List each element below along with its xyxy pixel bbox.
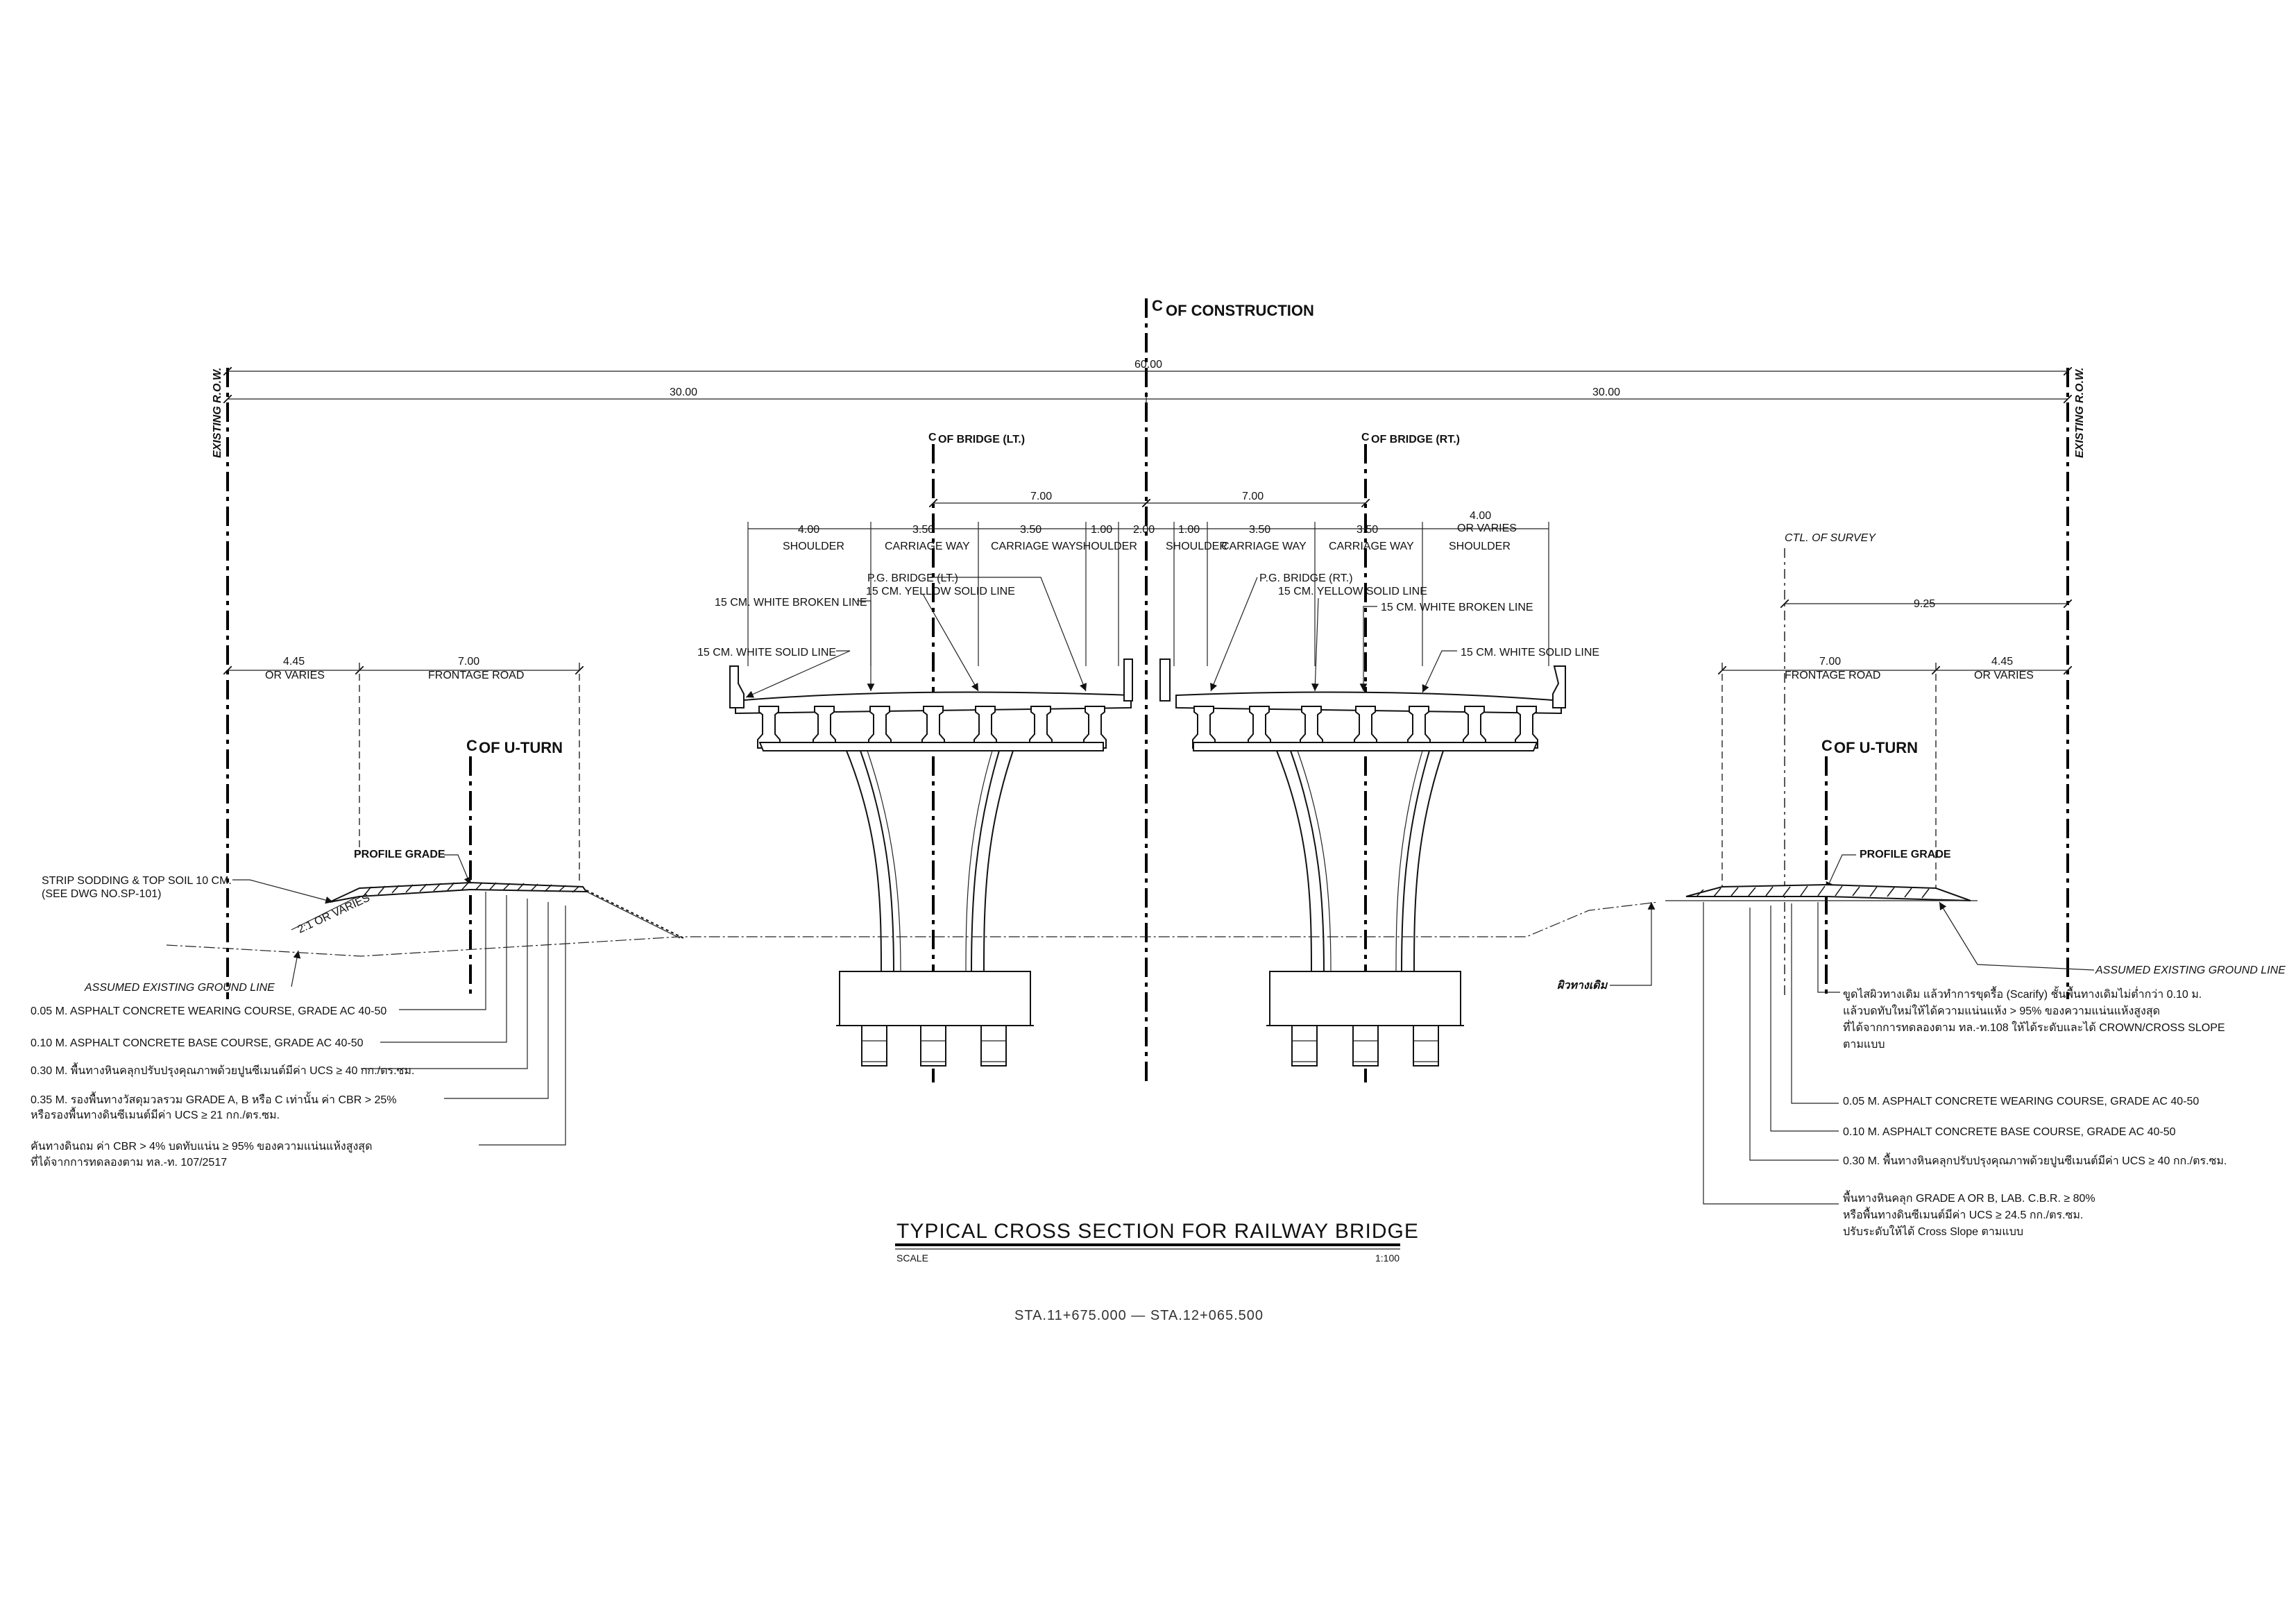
lt-pg-bridge-label: P.G. BRIDGE (LT.) [867, 572, 958, 584]
right-note-3: ตามแบบ [1843, 1039, 1885, 1051]
bridge-right [1159, 658, 1566, 1067]
rt-marking-callouts: P.G. BRIDGE (RT.) 15 CM. YELLOW SOLID LI… [1210, 572, 1599, 693]
rt-shoulder-in-label: SHOULDER [1166, 541, 1227, 552]
right-profile-grade: PROFILE GRADE [1860, 849, 1951, 860]
lt-white-broken-label: 15 CM. WHITE BROKEN LINE [715, 597, 867, 609]
dim-right-verge: 4.45 [1991, 656, 2013, 668]
left-note-2: 0.30 M. พื้นทางหินคลุกปรับปรุงคุณภาพด้วย… [31, 1062, 414, 1078]
right-note-6: 0.30 M. พื้นทางหินคลุกปรับปรุงคุณภาพด้วย… [1843, 1153, 2227, 1168]
dim-half-left: 30.00 [670, 386, 697, 398]
dim-left-verge-note: OR VARIES [265, 670, 325, 681]
bridge-left [729, 658, 1133, 1067]
rt-carriage-label-1: CARRIAGE WAY [1221, 541, 1307, 552]
dim-lt-carriage-2: 3.50 [1020, 524, 1041, 536]
rt-shoulder-label: SHOULDER [1449, 541, 1511, 552]
dim-rt-carriage-1: 3.50 [1249, 524, 1270, 536]
rt-yellow-solid-label: 15 CM. YELLOW SOLID LINE [1278, 586, 1427, 597]
left-note-1: 0.10 M. ASPHALT CONCRETE BASE COURSE, GR… [31, 1037, 364, 1049]
svg-text:C: C [1821, 737, 1832, 754]
dim-rt-shoulder-out-note: OR VARIES [1457, 522, 1517, 534]
station-range: STA.11+675.000 — STA.12+065.500 [1014, 1308, 1264, 1323]
right-note-0: ขูดไสผิวทางเดิม แล้วทำการขุดรื้อ (Scarif… [1843, 986, 2202, 1001]
rt-carriage-label-2: CARRIAGE WAY [1329, 541, 1414, 552]
dim-rt-bridge-center: 7.00 [1146, 491, 1366, 503]
dim-lt-carriage-1: 3.50 [912, 524, 934, 536]
right-note-9: ปรับระดับให้ได้ Cross Slope ตามแบบ [1843, 1225, 2023, 1238]
right-cl-uturn-label: OF U-TURN [1834, 739, 1918, 756]
scale-label: SCALE [896, 1252, 928, 1264]
lt-shoulder-label: SHOULDER [783, 541, 844, 552]
drawing-title: TYPICAL CROSS SECTION FOR RAILWAY BRIDGE [896, 1220, 1419, 1243]
svg-text:7.00: 7.00 [1030, 491, 1052, 502]
dim-left-verge: 4.45 [283, 656, 305, 668]
right-note-8: หรือพื้นทางดินซีเมนต์มีค่า UCS ≥ 24.5 กก… [1843, 1207, 2083, 1221]
dim-right-frontage: 7.00 [1819, 656, 1841, 668]
right-assumed-ground: ASSUMED EXISTING GROUND LINE [2095, 965, 2286, 976]
svg-text:C: C [1361, 432, 1370, 443]
cl-construction-label: OF CONSTRUCTION [1166, 302, 1314, 319]
left-profile-grade: PROFILE GRADE [354, 849, 445, 860]
cl-symbol: C [1152, 297, 1163, 314]
strip-sodding-2: (SEE DWG NO.SP-101) [42, 888, 161, 900]
dim-halves: 30.00 30.00 [228, 386, 2068, 406]
strip-sodding-1: STRIP SODDING & TOP SOIL 10 CM. [42, 875, 232, 887]
dim-right-verge-note: OR VARIES [1974, 670, 2034, 681]
existing-ground-line [166, 901, 1659, 957]
dim-rt-carriage-2: 3.50 [1357, 524, 1378, 536]
rt-white-solid-label: 15 CM. WHITE SOLID LINE [1461, 647, 1599, 658]
svg-text:OF BRIDGE (RT.): OF BRIDGE (RT.) [1371, 434, 1460, 445]
svg-text:C: C [928, 432, 937, 443]
dim-survey-offset: 9.25 [1914, 598, 1935, 610]
cl-construction-header: C OF CONSTRUCTION [1152, 297, 1314, 319]
lt-yellow-solid-label: 15 CM. YELLOW SOLID LINE [866, 586, 1015, 597]
svg-text:7.00: 7.00 [1242, 491, 1264, 502]
rt-white-broken-label: 15 CM. WHITE BROKEN LINE [1381, 602, 1533, 613]
lt-carriage-label-2: CARRIAGE WAY [991, 541, 1076, 552]
dim-total: 60.00 [228, 359, 2068, 371]
right-frontage-road: CTL. OF SURVEY 9.25 7.00 FRONTAGE ROAD 4… [1557, 532, 2286, 1205]
right-note-7: พื้นทางหินคลุก GRADE A OR B, LAB. C.B.R.… [1843, 1190, 2095, 1205]
right-notes: ขูดไสผิวทางเดิม แล้วทำการขุดรื้อ (Scarif… [1843, 986, 2227, 1238]
lt-carriage-label-1: CARRIAGE WAY [885, 541, 970, 552]
right-note-4: 0.05 M. ASPHALT CONCRETE WEARING COURSE,… [1843, 1096, 2199, 1107]
svg-text:OF BRIDGE (LT.): OF BRIDGE (LT.) [938, 434, 1025, 445]
existing-row-left: EXISTING R.O.W. [212, 368, 223, 458]
right-note-2: ที่ได้จากการทดลองตาม ทล.-ท.108 ให้ได้ระด… [1843, 1019, 2225, 1034]
left-frontage-label: FRONTAGE ROAD [428, 670, 524, 681]
dim-rt-shoulder-in: 1.00 [1178, 524, 1200, 536]
svg-text:60.00: 60.00 [1134, 359, 1162, 371]
rt-pg-bridge-label: P.G. BRIDGE (RT.) [1259, 572, 1353, 584]
dim-half-right: 30.00 [1592, 386, 1620, 398]
right-frontage-label: FRONTAGE ROAD [1785, 670, 1880, 681]
ctl-survey-label: CTL. OF SURVEY [1785, 532, 1876, 544]
dim-lt-shoulder-out: 4.00 [798, 524, 819, 536]
dim-left-frontage: 7.00 [458, 656, 479, 668]
existing-row-right: EXISTING R.O.W. [2074, 368, 2086, 458]
left-slope-note: 2:1 OR VARIES [296, 892, 372, 936]
existing-surface-label: ผิวทางเดิม [1557, 979, 1608, 992]
dim-lt-shoulder-in: 1.00 [1091, 524, 1112, 536]
dim-rt-shoulder-out: 4.00 [1470, 510, 1491, 522]
left-note-6: ที่ได้จากการทดลองตาม ทล.-ท. 107/2517 [31, 1154, 227, 1169]
svg-text:C: C [466, 737, 477, 754]
lt-shoulder-in-label: SHOULDER [1075, 541, 1137, 552]
title-block: TYPICAL CROSS SECTION FOR RAILWAY BRIDGE… [895, 1220, 1419, 1323]
right-note-1: แล้วบดทับใหม่ให้ได้ความแน่นแห้ง > 95% ขอ… [1843, 1004, 2160, 1018]
scale-value: 1:100 [1375, 1252, 1400, 1264]
left-assumed-ground: ASSUMED EXISTING GROUND LINE [84, 982, 275, 994]
dim-lt-bridge-center: 7.00 [933, 491, 1146, 503]
left-note-3: 0.35 M. รองพื้นทางวัสดุมวลรวม GRADE A, B… [31, 1091, 397, 1107]
left-note-0: 0.05 M. ASPHALT CONCRETE WEARING COURSE,… [31, 1005, 386, 1017]
left-note-5: คันทางดินถม ค่า CBR > 4% บดทับแน่น ≥ 95%… [31, 1140, 372, 1153]
dim-median: 2.00 [1133, 524, 1155, 536]
left-cl-uturn-label: OF U-TURN [479, 739, 563, 756]
left-notes: 0.05 M. ASPHALT CONCRETE WEARING COURSE,… [31, 1005, 414, 1169]
lt-white-solid-label: 15 CM. WHITE SOLID LINE [697, 647, 836, 658]
lt-marking-callouts: P.G. BRIDGE (LT.) 15 CM. YELLOW SOLID LI… [697, 572, 1087, 698]
left-note-4: หรือรองพื้นทางดินซีเมนต์มีค่า UCS ≥ 21 ก… [31, 1107, 280, 1121]
right-note-5: 0.10 M. ASPHALT CONCRETE BASE COURSE, GR… [1843, 1126, 2176, 1138]
